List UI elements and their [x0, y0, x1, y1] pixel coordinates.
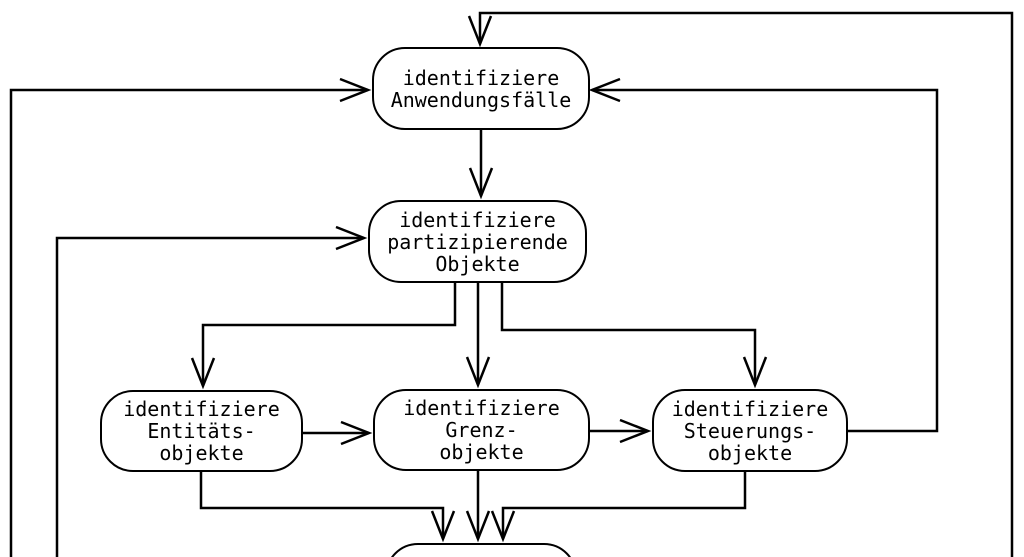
edge-participating-to-entity: [190, 283, 457, 390]
node-label-line: identifiziere: [123, 397, 280, 421]
node-label-line: objekte: [439, 440, 524, 464]
edge-control-to-usecases: [588, 77, 939, 433]
edge-loop-left-to-participating: [55, 225, 368, 557]
node-identifiziere-steuerungs-objekte: identifiziere Steuerungs- objekte: [652, 389, 848, 472]
node-label-line: Grenz-: [445, 418, 518, 442]
node-label-line: identifiziere: [399, 207, 556, 232]
edge-loop-right-to-usecases: [467, 11, 1014, 557]
edge-entity-to-result: [199, 472, 456, 543]
node-label-line: partizipierende: [387, 229, 568, 254]
node-label-line: identifiziere: [402, 65, 560, 90]
edge-participating-to-control: [500, 283, 768, 389]
edge-loop-left-to-usecases: [9, 77, 372, 557]
node-label-line: Anwendungsfälle: [390, 87, 572, 112]
node-identifiziere-partizipierende-objekte: identifiziere partizipierende Objekte: [368, 200, 587, 283]
node-label-line: objekte: [707, 440, 793, 465]
node-label-line: identifiziere: [403, 396, 560, 420]
edge-control-to-result: [490, 472, 747, 543]
node-label-line: objekte: [159, 441, 244, 465]
node-label-line: Objekte: [435, 251, 520, 276]
node-identifiziere-grenz-objekte: identifiziere Grenz- objekte: [373, 389, 590, 471]
node-label-line: Entitäts-: [147, 419, 256, 443]
node-label-line: identifiziere: [671, 396, 829, 421]
node-label-line: Steuerungs-: [683, 418, 817, 443]
node-identifiziere-entitaets-objekte: identifiziere Entitäts- objekte: [100, 390, 303, 472]
node-identifiziere-anwendungsfaelle: identifiziere Anwendungsfälle: [372, 47, 590, 130]
node-bottom-partial: [385, 543, 577, 557]
